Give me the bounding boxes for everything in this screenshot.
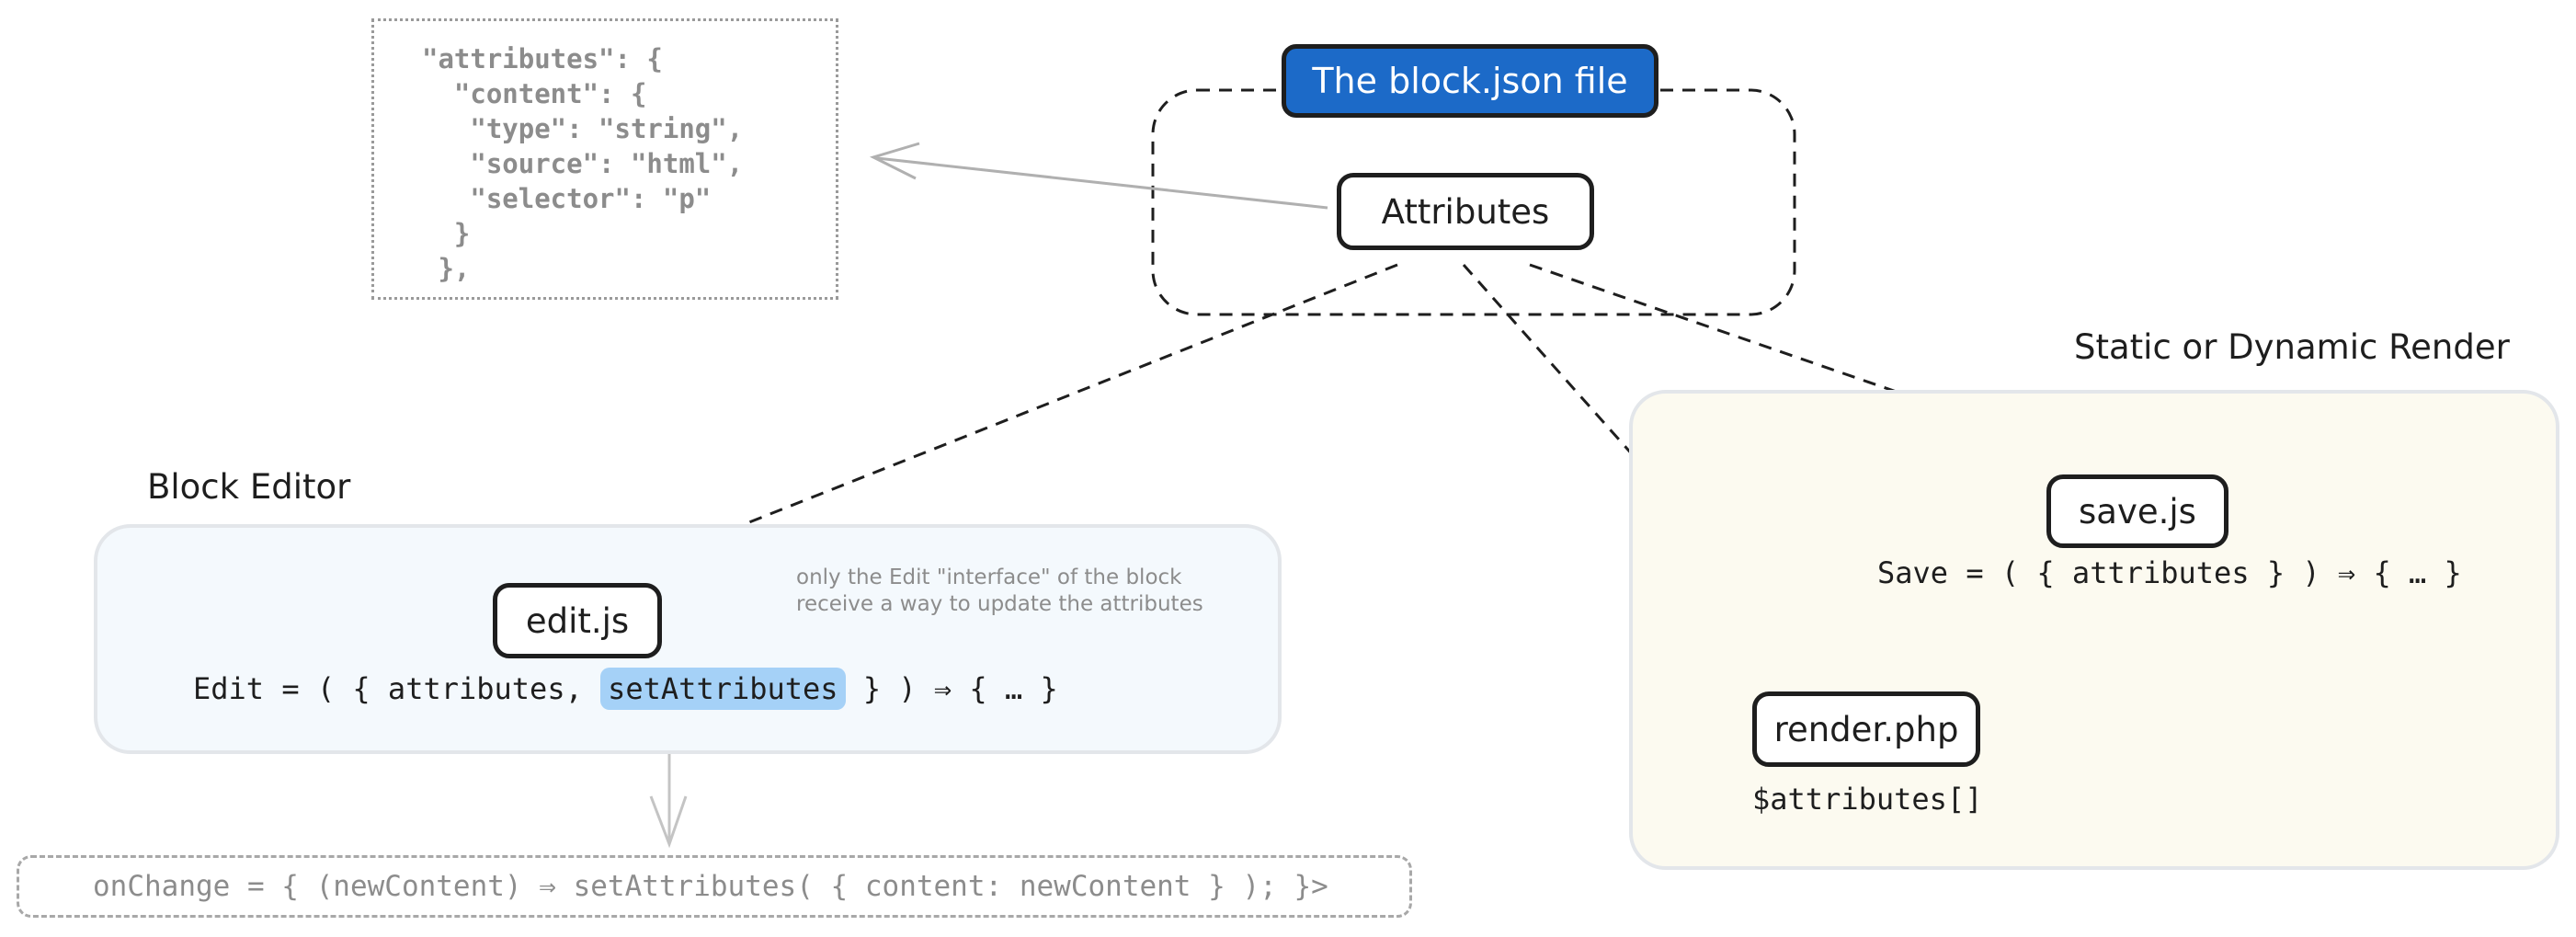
block-editor-label: Block Editor xyxy=(147,467,351,507)
save-signature: Save = ( { attributes } ) ⇒ { … } xyxy=(1877,555,2462,590)
onchange-box: onChange = { (newContent) ⇒ setAttribute… xyxy=(17,855,1412,918)
edit-interface-note: only the Edit "interface" of the block r… xyxy=(796,566,1203,616)
block-editor-panel xyxy=(94,524,1282,754)
render-php-node: render.php xyxy=(1752,691,1980,767)
render-section-label: Static or Dynamic Render xyxy=(2074,327,2510,367)
attributes-node: Attributes xyxy=(1337,173,1594,250)
edit-signature: Edit = ( { attributes, setAttributes } )… xyxy=(193,668,1058,710)
render-panel xyxy=(1629,390,2559,870)
onchange-code: onChange = { (newContent) ⇒ setAttribute… xyxy=(93,870,1328,903)
blockjson-title: The block.json file xyxy=(1282,44,1658,118)
edit-signature-suffix: } ) ⇒ { … } xyxy=(845,671,1058,706)
attributes-to-json-arrow xyxy=(869,142,1328,210)
save-js-node: save.js xyxy=(2046,474,2228,548)
json-snippet-box: "attributes": { "content": { "type": "st… xyxy=(371,18,838,300)
setattributes-highlight: setAttributes xyxy=(600,668,846,710)
edit-signature-prefix: Edit = ( { attributes, xyxy=(193,671,601,706)
render-attributes-code: $attributes[] xyxy=(1752,782,1983,817)
json-snippet: "attributes": { "content": { "type": "st… xyxy=(422,43,744,284)
edit-js-node: edit.js xyxy=(493,583,662,658)
